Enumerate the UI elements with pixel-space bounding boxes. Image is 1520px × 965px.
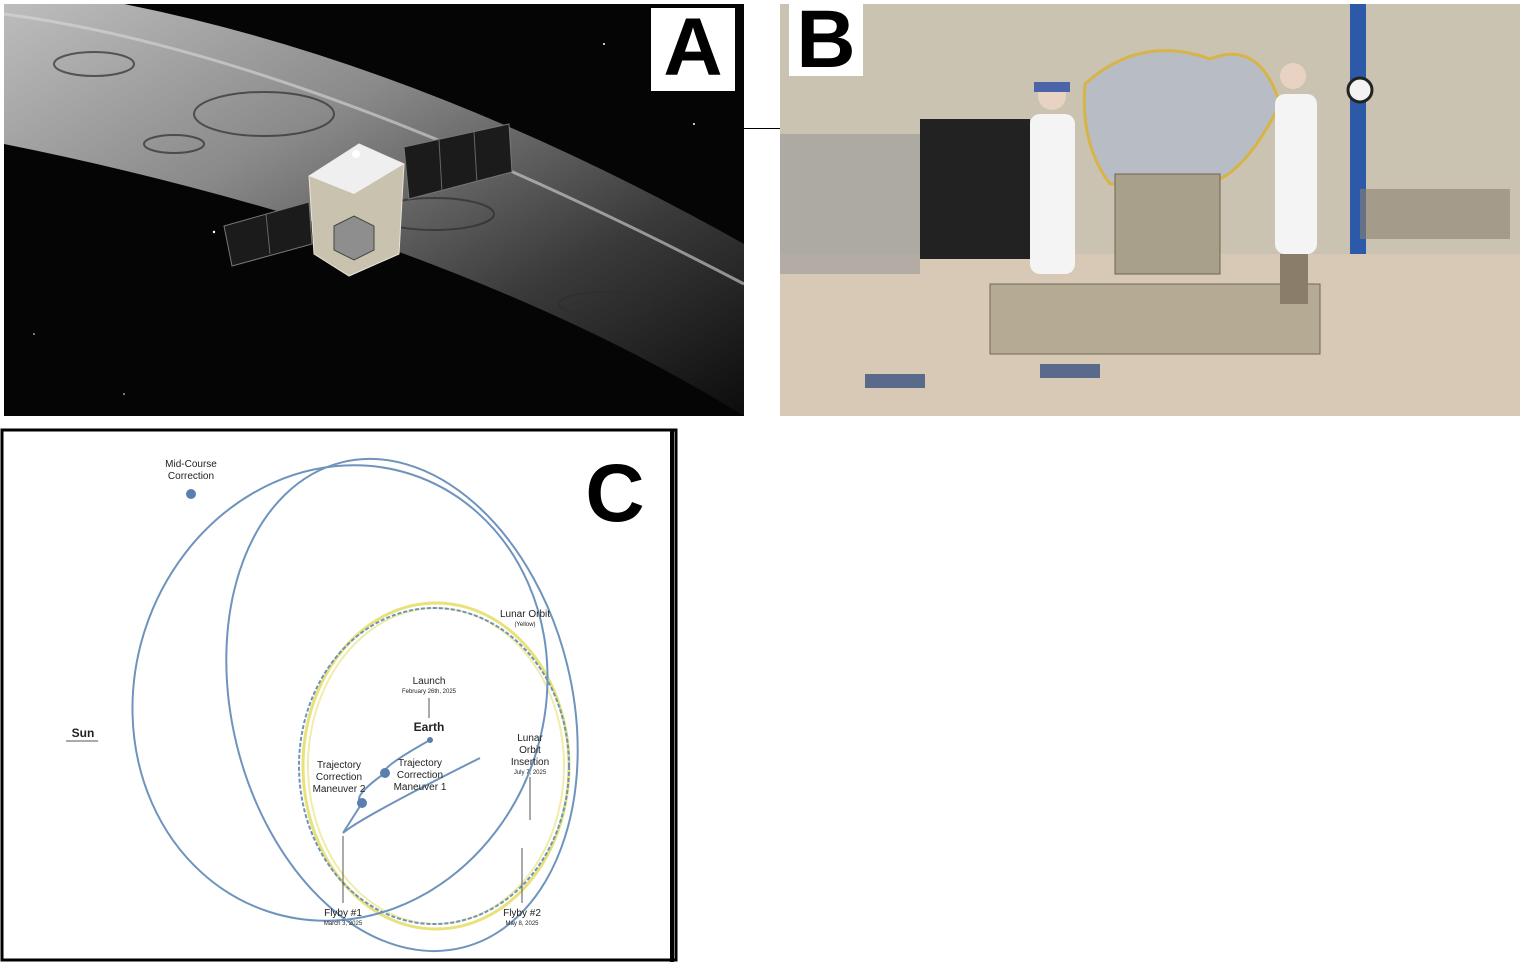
loi-label-2: Orbit — [519, 745, 541, 756]
tcm2-marker — [357, 798, 367, 808]
large-phasing-loop — [131, 464, 549, 922]
tcm1-label-1: Trajectory — [398, 758, 442, 769]
panel-label-a: A — [651, 7, 735, 91]
earth-marker — [427, 737, 433, 743]
spacecraft — [223, 123, 513, 277]
cleanroom-scene-illustration — [780, 4, 1520, 416]
mid-course-label-2: Correction — [168, 471, 214, 482]
moon-scene-illustration — [4, 4, 744, 416]
outer-loop — [225, 457, 579, 953]
loi-date: July 7, 2025 — [514, 770, 547, 776]
launch-date: February 26th, 2025 — [402, 689, 457, 695]
tcm2-label-1: Trajectory — [317, 760, 361, 771]
mid-course-label-1: Mid-Course — [165, 459, 217, 470]
capture-orbit — [298, 607, 570, 925]
panel-label-b: B — [789, 0, 863, 81]
tcm2-label-3: Maneuver 2 — [313, 784, 366, 795]
connector-line — [744, 128, 780, 129]
launch-label: Launch — [413, 676, 446, 687]
technicians — [1030, 63, 1317, 304]
lunar-orbit-label: Lunar Orbit — [500, 609, 550, 620]
tcm1-marker — [380, 768, 390, 778]
panel-c-trajectory-diagram: Mid-Course Correction Lunar Orbit (Yello… — [0, 428, 680, 965]
mid-course-marker — [186, 489, 196, 499]
flyby2-date: May 8, 2025 — [505, 921, 539, 927]
flyby2-label: Flyby #2 — [503, 908, 541, 919]
flyby1-date: March 3, 2025 — [324, 921, 363, 927]
panel-b-cleanroom-photo — [780, 4, 1520, 416]
tcm1-label-3: Maneuver 1 — [394, 782, 447, 793]
earth-label: Earth — [414, 720, 445, 734]
sun-label: Sun — [72, 726, 95, 740]
trajectory-diagram: Mid-Course Correction Lunar Orbit (Yello… — [0, 428, 678, 962]
flyby1-label: Flyby #1 — [324, 908, 362, 919]
loi-label-1: Lunar — [517, 733, 543, 744]
lunar-orbit-note: (Yellow) — [514, 622, 535, 628]
loi-label-3: Insertion — [511, 757, 549, 768]
tcm2-label-2: Correction — [316, 772, 362, 783]
leader-lines — [66, 698, 531, 903]
panel-a-spacecraft-moon-render — [4, 4, 744, 416]
diagram-frame — [0, 428, 678, 962]
event-markers — [186, 489, 433, 808]
trajectory-paths — [131, 457, 579, 953]
panel-label-c: C — [585, 448, 645, 539]
wall-clock — [1346, 76, 1374, 104]
tcm1-label-2: Correction — [397, 770, 443, 781]
